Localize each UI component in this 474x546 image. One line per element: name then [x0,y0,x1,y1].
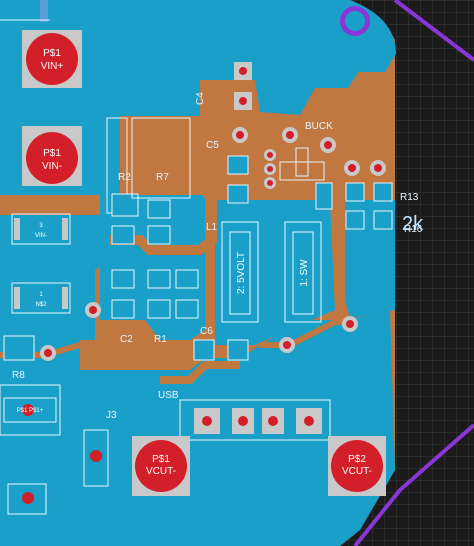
board-outline [353,0,474,546]
smd-vin-small-label: VIN- [35,233,47,239]
smd-vin-small[interactable]: 3 VIN- [11,213,71,245]
c4-pads[interactable] [234,62,252,110]
label-2k: 2k [402,213,424,235]
pad-vcut-minus-ref: P$1 [152,454,170,465]
label-c4: C4 [195,92,206,105]
r7-outline [131,117,191,199]
label-r8: R8 [12,370,25,381]
trace-main [110,185,217,255]
pour-top [0,0,378,195]
mounting-hole-inner [345,11,365,31]
smd-n-s2-num: 1 [39,292,43,298]
bottom-left-pad[interactable] [7,483,47,515]
j3-connector[interactable] [83,429,109,487]
net-1-sw-label: 1: SW [299,259,310,287]
l1-body[interactable]: 2: 5VOLT 1: SW [221,221,322,323]
label-l1: L1 [206,222,218,233]
smd-p-label[interactable]: P$1 P$1+ [3,397,57,423]
pad-vcut-2-ref: P$2 [348,454,366,465]
smd-pads-center[interactable] [111,155,393,361]
pad-vcut-2-net: VCUT- [342,466,372,477]
label-c2: C2 [120,334,133,345]
net-2-5volt-label: 2: 5VOLT [236,252,247,294]
small-component-left[interactable] [3,335,35,361]
pad-vin-minus-net: VIN- [42,161,62,172]
vias [40,127,386,361]
smd-n-s2-label: N$2 [35,302,47,308]
label-r13: R13 [400,192,419,203]
pad-vin-plus-net: VIN+ [41,61,64,72]
pad-vin-minus-ref: P$1 [43,148,61,159]
header-strip [40,0,48,22]
label-buck: BUCK [305,121,333,132]
label-r16: R16 [404,224,423,235]
label-c6: C6 [200,326,213,337]
buck-component[interactable] [279,147,325,181]
label-usb: USB [158,390,179,401]
pour-mid-left [0,215,110,340]
label-j3: J3 [106,410,117,421]
label-c5: C5 [206,140,219,151]
label-r1: R1 [154,334,167,345]
pad-vin-plus[interactable]: P$1 VIN+ [22,30,82,88]
r8-outline [0,384,61,436]
pad-vcut-2[interactable]: P$2 VCUT- [328,436,386,496]
r2-pad[interactable] [111,193,139,217]
usb-pads[interactable] [179,399,331,441]
smd-p-label-text: P$1 P$1+ [17,408,44,414]
smd-vin-small-num: 3 [39,223,43,229]
pad-vcut-minus[interactable]: P$1 VCUT- [132,436,190,496]
pour-top-right [318,0,396,72]
pad-vcut-minus-net: VCUT- [146,466,176,477]
trace-usb [160,361,240,384]
pad-vin-minus[interactable]: P$1 VIN- [22,126,82,186]
smd-n-s2[interactable]: 1 N$2 [11,282,71,314]
pad-vin-plus-ref: P$1 [43,48,61,59]
label-r2: R2 [118,172,131,183]
label-r7: R7 [156,172,169,183]
